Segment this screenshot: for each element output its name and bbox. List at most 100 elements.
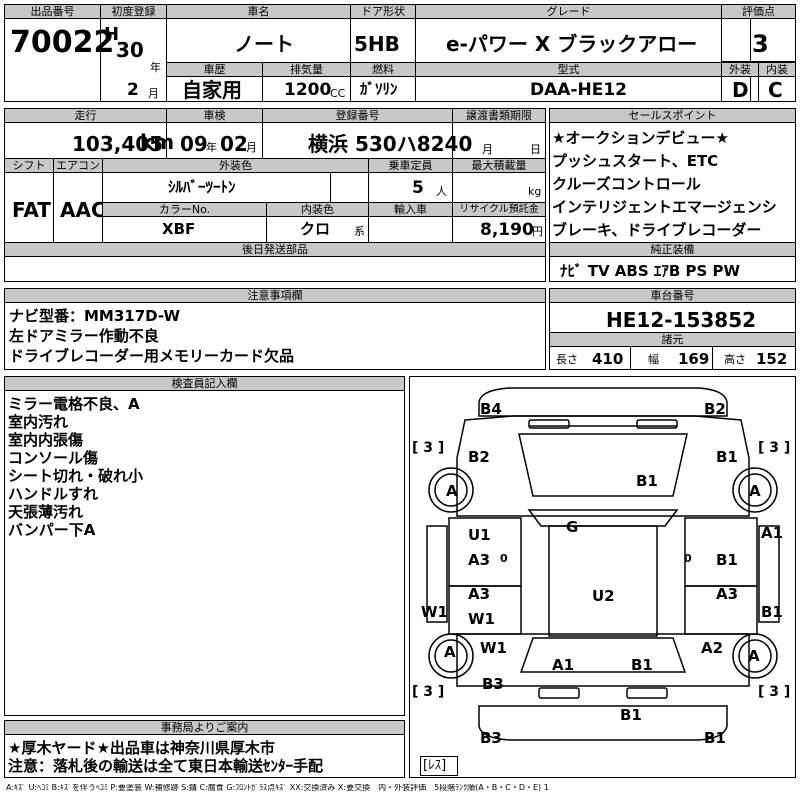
tire-tread-rear-right: [ 3 ] (758, 684, 791, 700)
load-unit: kg (528, 185, 542, 198)
mark-0-right: 0 (684, 552, 692, 565)
mark-a3-left-2: A3 (468, 585, 491, 603)
car-name: ノート (234, 32, 294, 56)
sales-point-4: インテリジェントエマージェンシ (552, 198, 777, 216)
car-name-label: 車名 (166, 4, 351, 19)
mark-a1-right: A1 (761, 524, 784, 542)
exterior-grade: D (732, 78, 749, 102)
office-line-2: 注意：落札後の輸送は全て東日本輸送ｾﾝﾀｰ手配 (8, 757, 324, 775)
interior-color-unit: 系 (354, 225, 365, 238)
door-type-label: ドア形状 (350, 4, 416, 19)
mileage: 103,405 (72, 132, 164, 156)
plate-number: 横浜 530ハ8240 (308, 132, 473, 156)
mark-b3-bottom-left: B3 (480, 729, 502, 747)
inspector-line-8: バンパー下A (8, 521, 96, 539)
model-code: DAA-HE12 (530, 80, 627, 100)
mark-u1: U1 (468, 526, 491, 544)
inspection-year: 09 (180, 132, 208, 156)
mark-b2-left: B2 (468, 448, 490, 466)
mark-b1-right-door-1: B1 (716, 551, 738, 569)
interior-grade: C (768, 78, 783, 102)
inspector-line-3: 室内内張傷 (8, 431, 84, 449)
era: H (104, 24, 120, 45)
capacity-unit: 人 (436, 185, 447, 198)
mark-u2: U2 (592, 587, 615, 605)
capacity-label: 乗車定員 (368, 158, 453, 173)
dimensions-label: 諸元 (549, 332, 796, 347)
sales-point-3: クルーズコントロール (552, 175, 701, 193)
transfer-label: 譲渡書類期限 (452, 108, 546, 123)
color-number: XBF (162, 220, 196, 238)
month: 2 (127, 80, 139, 100)
mileage-label: 走行 (4, 108, 167, 123)
interior-color: クロ (300, 220, 331, 238)
mark-b1-hood: B1 (636, 472, 658, 490)
recycle-unit: 円 (532, 225, 543, 238)
first-registration-label: 初度登録 (100, 4, 167, 19)
mark-0-left: 0 (500, 552, 508, 565)
width-label: 幅 (648, 353, 659, 366)
mileage-unit: km (140, 130, 175, 154)
mark-b2-top-right: B2 (704, 400, 726, 418)
inspector-line-4: コンソール傷 (8, 449, 99, 467)
inspection-label: 車検 (166, 108, 263, 123)
spare-tire: [ﾚｽ] (423, 758, 447, 773)
transfer-day: 日 (530, 143, 541, 156)
standard-equipment-label: 純正装備 (549, 242, 796, 257)
inspector-line-5: シート切れ・破れ小 (8, 467, 144, 485)
inspector-line-2: 室内汚れ (8, 413, 69, 431)
recycle-label: リサイクル預託金 (452, 202, 546, 217)
history-label: 車歴 (166, 62, 263, 77)
later-parts-label: 後日発送部品 (4, 242, 546, 257)
shift-label: シフト (4, 158, 54, 173)
shift: FAT (12, 198, 51, 222)
mark-b1-bottom-right: B1 (704, 729, 726, 747)
mark-w1-left-door: W1 (468, 610, 495, 628)
height-label: 高さ (724, 353, 746, 366)
sales-points-label: セールスポイント (549, 108, 796, 123)
car-body-diagram (426, 387, 780, 741)
mark-a1-center: A1 (552, 656, 575, 674)
year: 30 (116, 38, 144, 62)
interior-color-label: 内装色 (266, 202, 369, 217)
model-label: 型式 (415, 62, 722, 77)
mark-w1-rear-left: W1 (480, 639, 507, 657)
damage-diagram-frame (409, 376, 796, 778)
sales-point-2: プッシュスタート、ETC (552, 152, 719, 170)
spare-tire-box (420, 756, 458, 776)
displacement-label: 排気量 (262, 62, 351, 77)
mark-a-front-left-wheel: A (446, 482, 458, 500)
tire-tread-front-left: [ 3 ] (412, 440, 445, 456)
body-color: ｼﾙﾊﾞｰﾂｰﾄﾝ (168, 178, 236, 196)
year-unit: 年 (150, 61, 161, 74)
displacement: 1200 (284, 80, 332, 100)
lot-number: 70022 (10, 25, 115, 60)
tire-tread-rear-left: [ 3 ] (412, 684, 445, 700)
lot-number-label: 出品番号 (4, 4, 101, 19)
mark-b1-center: B1 (631, 656, 653, 674)
mark-a-rear-right-wheel: A (748, 647, 760, 665)
score-label: 評価点 (721, 4, 796, 19)
import-label: 輸入車 (368, 202, 453, 217)
mark-a-rear-left-wheel: A (444, 643, 456, 661)
tire-tread-front-right: [ 3 ] (758, 440, 791, 456)
grade-label: グレード (415, 4, 722, 19)
plate-label: 登録番号 (262, 108, 453, 123)
mark-a3-left-1: A3 (468, 551, 491, 569)
caution-line-1: ナビ型番：MM317D-W (9, 307, 180, 325)
legend: A:ｷｽﾞ U:ﾍｺﾐ B:ｷｽﾞを伴うﾍｺﾐ P:要塗装 W:補修跡 S:錆 … (6, 784, 549, 792)
chassis-label: 車台番号 (549, 288, 796, 303)
caution-label: 注意事項欄 (4, 288, 546, 303)
fuel-label: 燃料 (350, 62, 416, 77)
inspection-year-unit: 年 (206, 141, 217, 154)
load-label: 最大積載量 (452, 158, 546, 173)
inspector-label: 検査員記入欄 (4, 376, 405, 391)
inspection-month: 02 (220, 132, 248, 156)
length: 410 (592, 350, 624, 368)
mark-b4: B4 (480, 400, 502, 418)
month-unit: 月 (148, 87, 159, 100)
caution-line-2: 左ドアミラー作動不良 (9, 327, 159, 345)
standard-equipment: ﾅﾋﾞ TV ABS ｴｱB PS PW (560, 262, 741, 280)
chassis-number: HE12-153852 (606, 308, 757, 332)
mark-a3-right: A3 (716, 585, 739, 603)
